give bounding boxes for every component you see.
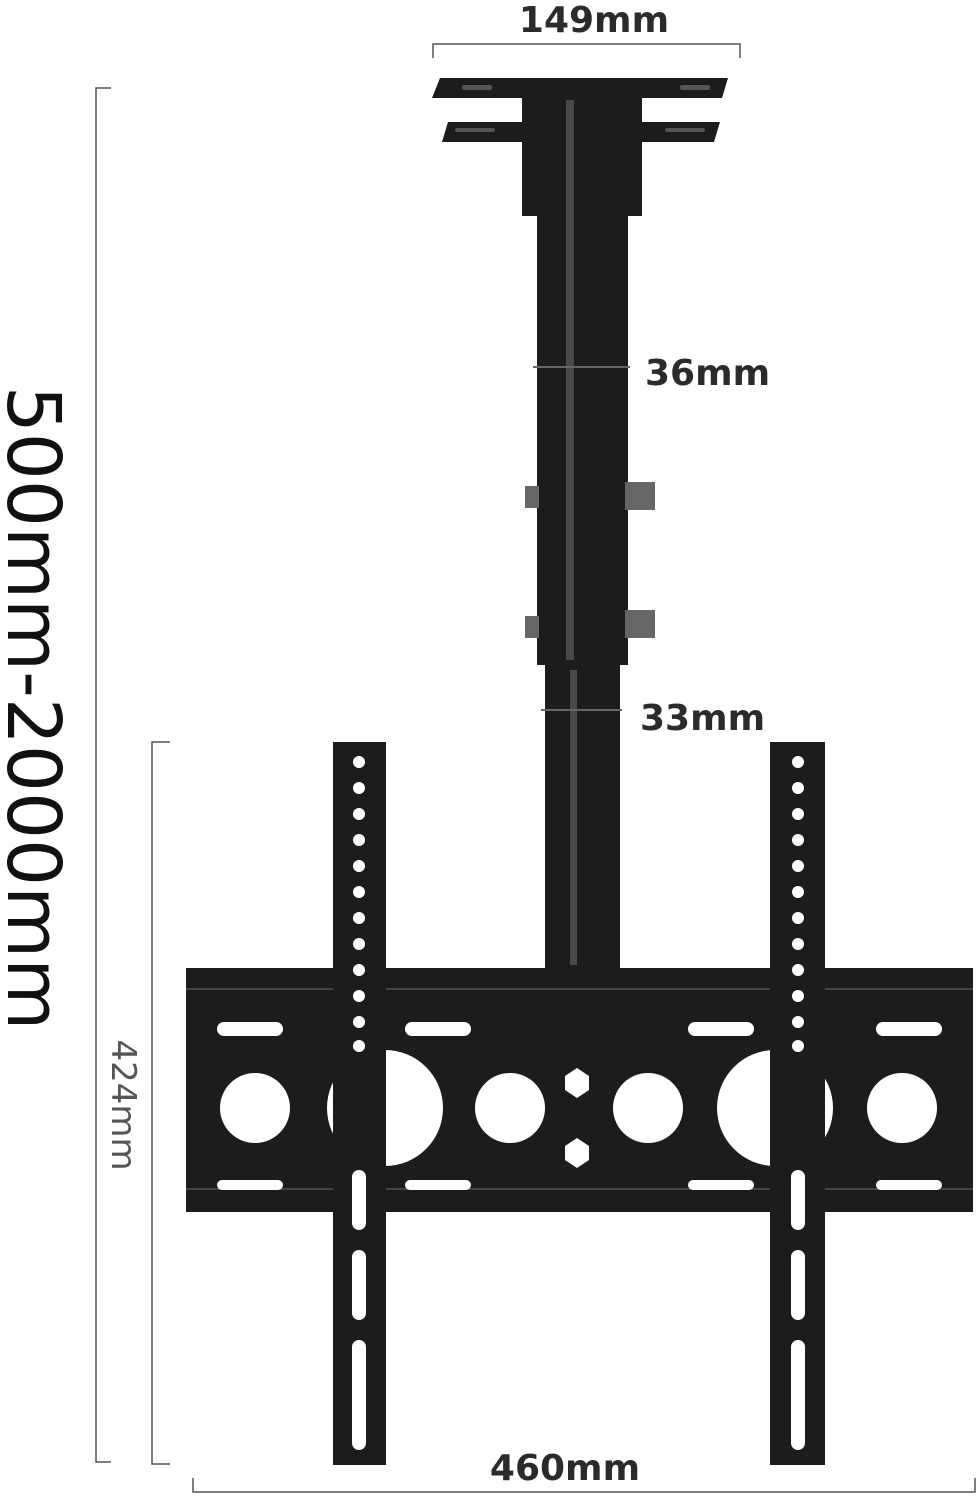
dimension-lines <box>95 43 976 1493</box>
bracket-width-line <box>192 1478 976 1493</box>
height-range-label: 500mm-2000mm <box>0 386 76 1031</box>
bracket-height-line <box>151 741 170 1465</box>
bracket-width-label: 460mm <box>490 1448 640 1489</box>
left-vertical-arm <box>333 742 386 1465</box>
upper-tube-diameter-label: 36mm <box>645 353 770 394</box>
height-range-line <box>95 87 111 1463</box>
top-plate-width-label: 149mm <box>519 0 669 41</box>
crossbar-frame <box>186 968 973 1212</box>
top-width-line <box>432 43 741 58</box>
bracket-height-label: 424mm <box>103 1039 143 1170</box>
right-vertical-arm <box>770 742 825 1465</box>
upper-tube <box>525 85 655 665</box>
lower-tube-diameter-label: 33mm <box>640 698 765 739</box>
lower-tube <box>541 665 622 970</box>
